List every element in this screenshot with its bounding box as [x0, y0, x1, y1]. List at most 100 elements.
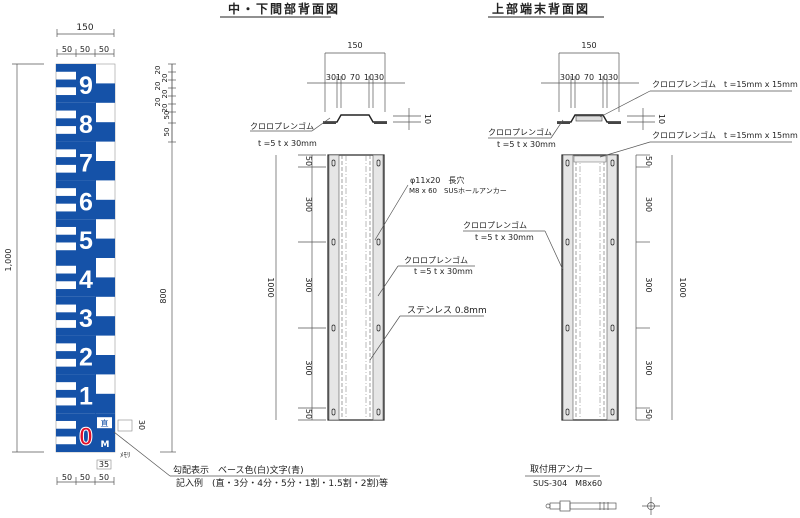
rubber-top-label-1: クロロプレンゴム t =15mm x 15mm — [652, 79, 798, 89]
slot-hole — [610, 408, 615, 416]
rubber-strip-left — [328, 154, 340, 421]
scale-stripe — [56, 79, 76, 88]
dim-total: 1000 — [266, 277, 275, 297]
rubber-block — [573, 155, 607, 163]
scale-stripe — [56, 335, 76, 344]
dim-thickness: 10 — [657, 114, 666, 124]
scale-stripe — [56, 366, 76, 375]
dim-bottom-col-3: 50 — [99, 473, 109, 482]
slot-hole — [376, 159, 381, 167]
dim-section-width: 150 — [347, 41, 362, 50]
dim-section-part: 30 — [560, 73, 570, 82]
dim-section-part: 70 — [584, 73, 594, 82]
scale-stripe — [56, 250, 76, 258]
dim-segment: 50 — [304, 409, 313, 419]
steel-label: ステンレス 0.8mm — [407, 305, 487, 316]
dim-segment: 300 — [644, 277, 653, 292]
rubber-label-top: クロロプレンゴム — [488, 127, 552, 137]
digit-3: 3 — [79, 305, 93, 333]
dim-col-3: 50 — [99, 45, 109, 54]
slot-hole — [376, 324, 381, 332]
anchor-label: M8 x 60 SUSホールアンカー — [409, 187, 507, 195]
anchor-spec: SUS-304 M8x60 — [533, 479, 602, 488]
slot-hole — [610, 159, 615, 167]
dim-segment: 300 — [644, 197, 653, 212]
digit-7: 7 — [79, 150, 93, 178]
digit-0: 0 — [79, 423, 93, 451]
dim-height-1000: 1,000 — [4, 249, 13, 272]
small-dim: 20 — [154, 82, 162, 91]
gauge-dimensions: 150 50 50 50 50 50 50 35 1,000 800 20202… — [4, 23, 380, 485]
scale-stripe — [56, 133, 76, 142]
scale-stripe — [56, 180, 76, 189]
digit-8: 8 — [79, 111, 93, 139]
digit-9: 9 — [79, 72, 93, 100]
scale-stripe — [56, 64, 76, 72]
dim-thickness: 10 — [423, 114, 432, 124]
unit-label: M — [101, 440, 110, 450]
anchor-bolt-icon — [545, 500, 617, 512]
digit-4: 4 — [79, 266, 93, 294]
slot-hole — [331, 159, 336, 167]
slot-hole — [376, 238, 381, 246]
small-dim: 20 — [161, 104, 169, 113]
scale-stripe — [56, 296, 76, 305]
scale-stripe — [56, 289, 76, 297]
slot-hole — [565, 408, 570, 416]
scale-stripe — [56, 211, 76, 220]
small-dim: 50 — [163, 128, 171, 137]
scale-label: ﾒﾓﾘ — [120, 451, 131, 459]
anchor-hole-icon — [642, 497, 660, 515]
gradient-note-line2: 記入例 (直・3分・4分・5分・1割・1.5割・2割)等 — [176, 477, 388, 489]
dim-section-part: 30 — [374, 73, 384, 82]
slot-hole — [565, 238, 570, 246]
slot-hole — [331, 238, 336, 246]
scale-stripe — [56, 327, 76, 336]
dim-total: 1000 — [678, 277, 687, 297]
slot-hole — [565, 159, 570, 167]
dim-section-width: 150 — [581, 41, 596, 50]
title-top-end: 上部端末背面図 — [492, 1, 590, 16]
small-dim: 50 — [163, 111, 171, 120]
dim-col-2: 50 — [80, 45, 90, 54]
anchor-title: 取付用アンカー — [530, 464, 593, 475]
rubber-block — [575, 115, 603, 122]
gradient-mark-box — [97, 417, 112, 429]
dim-segment: 300 — [304, 277, 313, 292]
hole-label: φ11x20 長穴 — [410, 175, 464, 185]
number-band — [76, 180, 96, 220]
rubber-spec-middle: t =5 t x 30mm — [258, 139, 317, 148]
half-band — [95, 83, 115, 103]
rubber2-label-top: クロロプレンゴム — [463, 220, 527, 230]
small-dim: 20 — [161, 74, 169, 83]
scale-stripe — [56, 172, 76, 181]
digit-6: 6 — [79, 188, 93, 216]
scale-stripe — [56, 234, 76, 243]
scale-stripe — [56, 141, 76, 150]
dim-section-part: 30 — [326, 73, 336, 82]
slot-hole — [565, 324, 570, 332]
dim-segment: 50 — [644, 156, 653, 166]
gradient-note-line1: 勾配表示 ベース色(白)文字(青) — [173, 464, 304, 476]
dim-section-part: 30 — [608, 73, 618, 82]
scale-stripe — [56, 273, 76, 282]
dim-bottom-col-2: 50 — [80, 473, 90, 482]
scale-stripe — [56, 195, 76, 204]
half-band — [95, 238, 115, 258]
scale-stripe — [56, 118, 76, 127]
number-band — [76, 258, 96, 297]
dim-segment: 300 — [304, 197, 313, 212]
scale-stripe — [56, 389, 76, 398]
number-band — [76, 64, 96, 103]
dim-height-800: 800 — [159, 288, 168, 303]
scale-stripe — [56, 157, 76, 165]
rubber2-label-middle: クロロプレンゴム — [404, 255, 468, 265]
half-band — [95, 122, 115, 142]
gradient-mark: 直 — [101, 418, 109, 428]
dim-col-1: 50 — [62, 45, 72, 54]
rubber-strip-left — [562, 154, 574, 421]
digit-2: 2 — [79, 344, 93, 372]
